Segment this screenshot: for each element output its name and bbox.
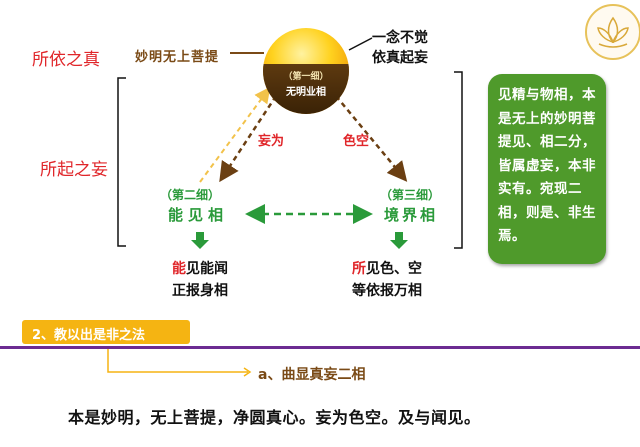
section-header: 2、教以出是非之法 [22,320,190,344]
right-node-name: 境界相 [384,206,439,224]
left-node-line2: 正报身相 [172,283,228,299]
label-arising: 所起之妄 [40,160,108,180]
connector-orb-to-note [348,37,373,51]
label-source: 所依之真 [32,50,100,70]
left-bracket [117,77,126,247]
left-node-line1: 能见能闻 [172,258,228,278]
top-right-line2: 依真起妄 [372,50,428,66]
top-right-line1: 一念不觉 [372,30,428,46]
section-title: 2、教以出是非之法 [32,328,146,343]
bottom-text: 本是妙明，无上菩提，净圆真心。妄为色空。及与闻见。 [68,408,481,427]
edge-label-right: 色空 [343,134,370,149]
note-text: 见精与物相，本是无上的妙明菩提见、相二分，皆属虚妄，本非实有。宛现二相，则是、非… [498,87,596,244]
edge-label-left: 妄为 [258,134,285,149]
top-left-text: 妙明无上菩提 [135,50,220,65]
right-node-line1: 所见色、空 [352,258,422,278]
right-bracket [454,71,463,249]
note-box: 见精与物相，本是无上的妙明菩提见、相二分，皆属虚妄，本非实有。宛现二相，则是、非… [488,74,606,264]
right-node-line1-rest: 见色、空 [366,261,422,277]
down-arrow-right [390,232,408,249]
section-connector-arrow [243,367,252,377]
top-right-annotation: 一念不觉 依真起妄 [372,28,428,68]
orb-title: 无明业相 [286,87,326,98]
orb-subtitle: （第一细） [283,72,329,82]
right-node-subtitle: （第三细） [380,188,441,202]
divider-line [0,346,640,349]
left-node-subtitle: （第二细） [160,188,221,202]
arrow-orb-to-left [219,95,278,183]
left-node-line1-red: 能 [172,261,186,277]
section-connector [107,346,248,373]
left-node-name: 能见相 [168,206,229,224]
arrow-left-to-orb [199,86,271,183]
down-arrow-left [191,232,209,249]
ignorance-orb: （第一细） 无明业相 [263,28,349,114]
left-node-line1-rest: 见能闻 [186,261,228,277]
sub-heading: a、曲显真妄二相 [258,367,366,383]
right-node-line1-red: 所 [352,261,366,277]
right-node-line2: 等依报万相 [352,283,422,299]
lotus-logo-icon [585,4,640,60]
orb-shadow [263,64,349,114]
lotus-icon [597,16,629,48]
